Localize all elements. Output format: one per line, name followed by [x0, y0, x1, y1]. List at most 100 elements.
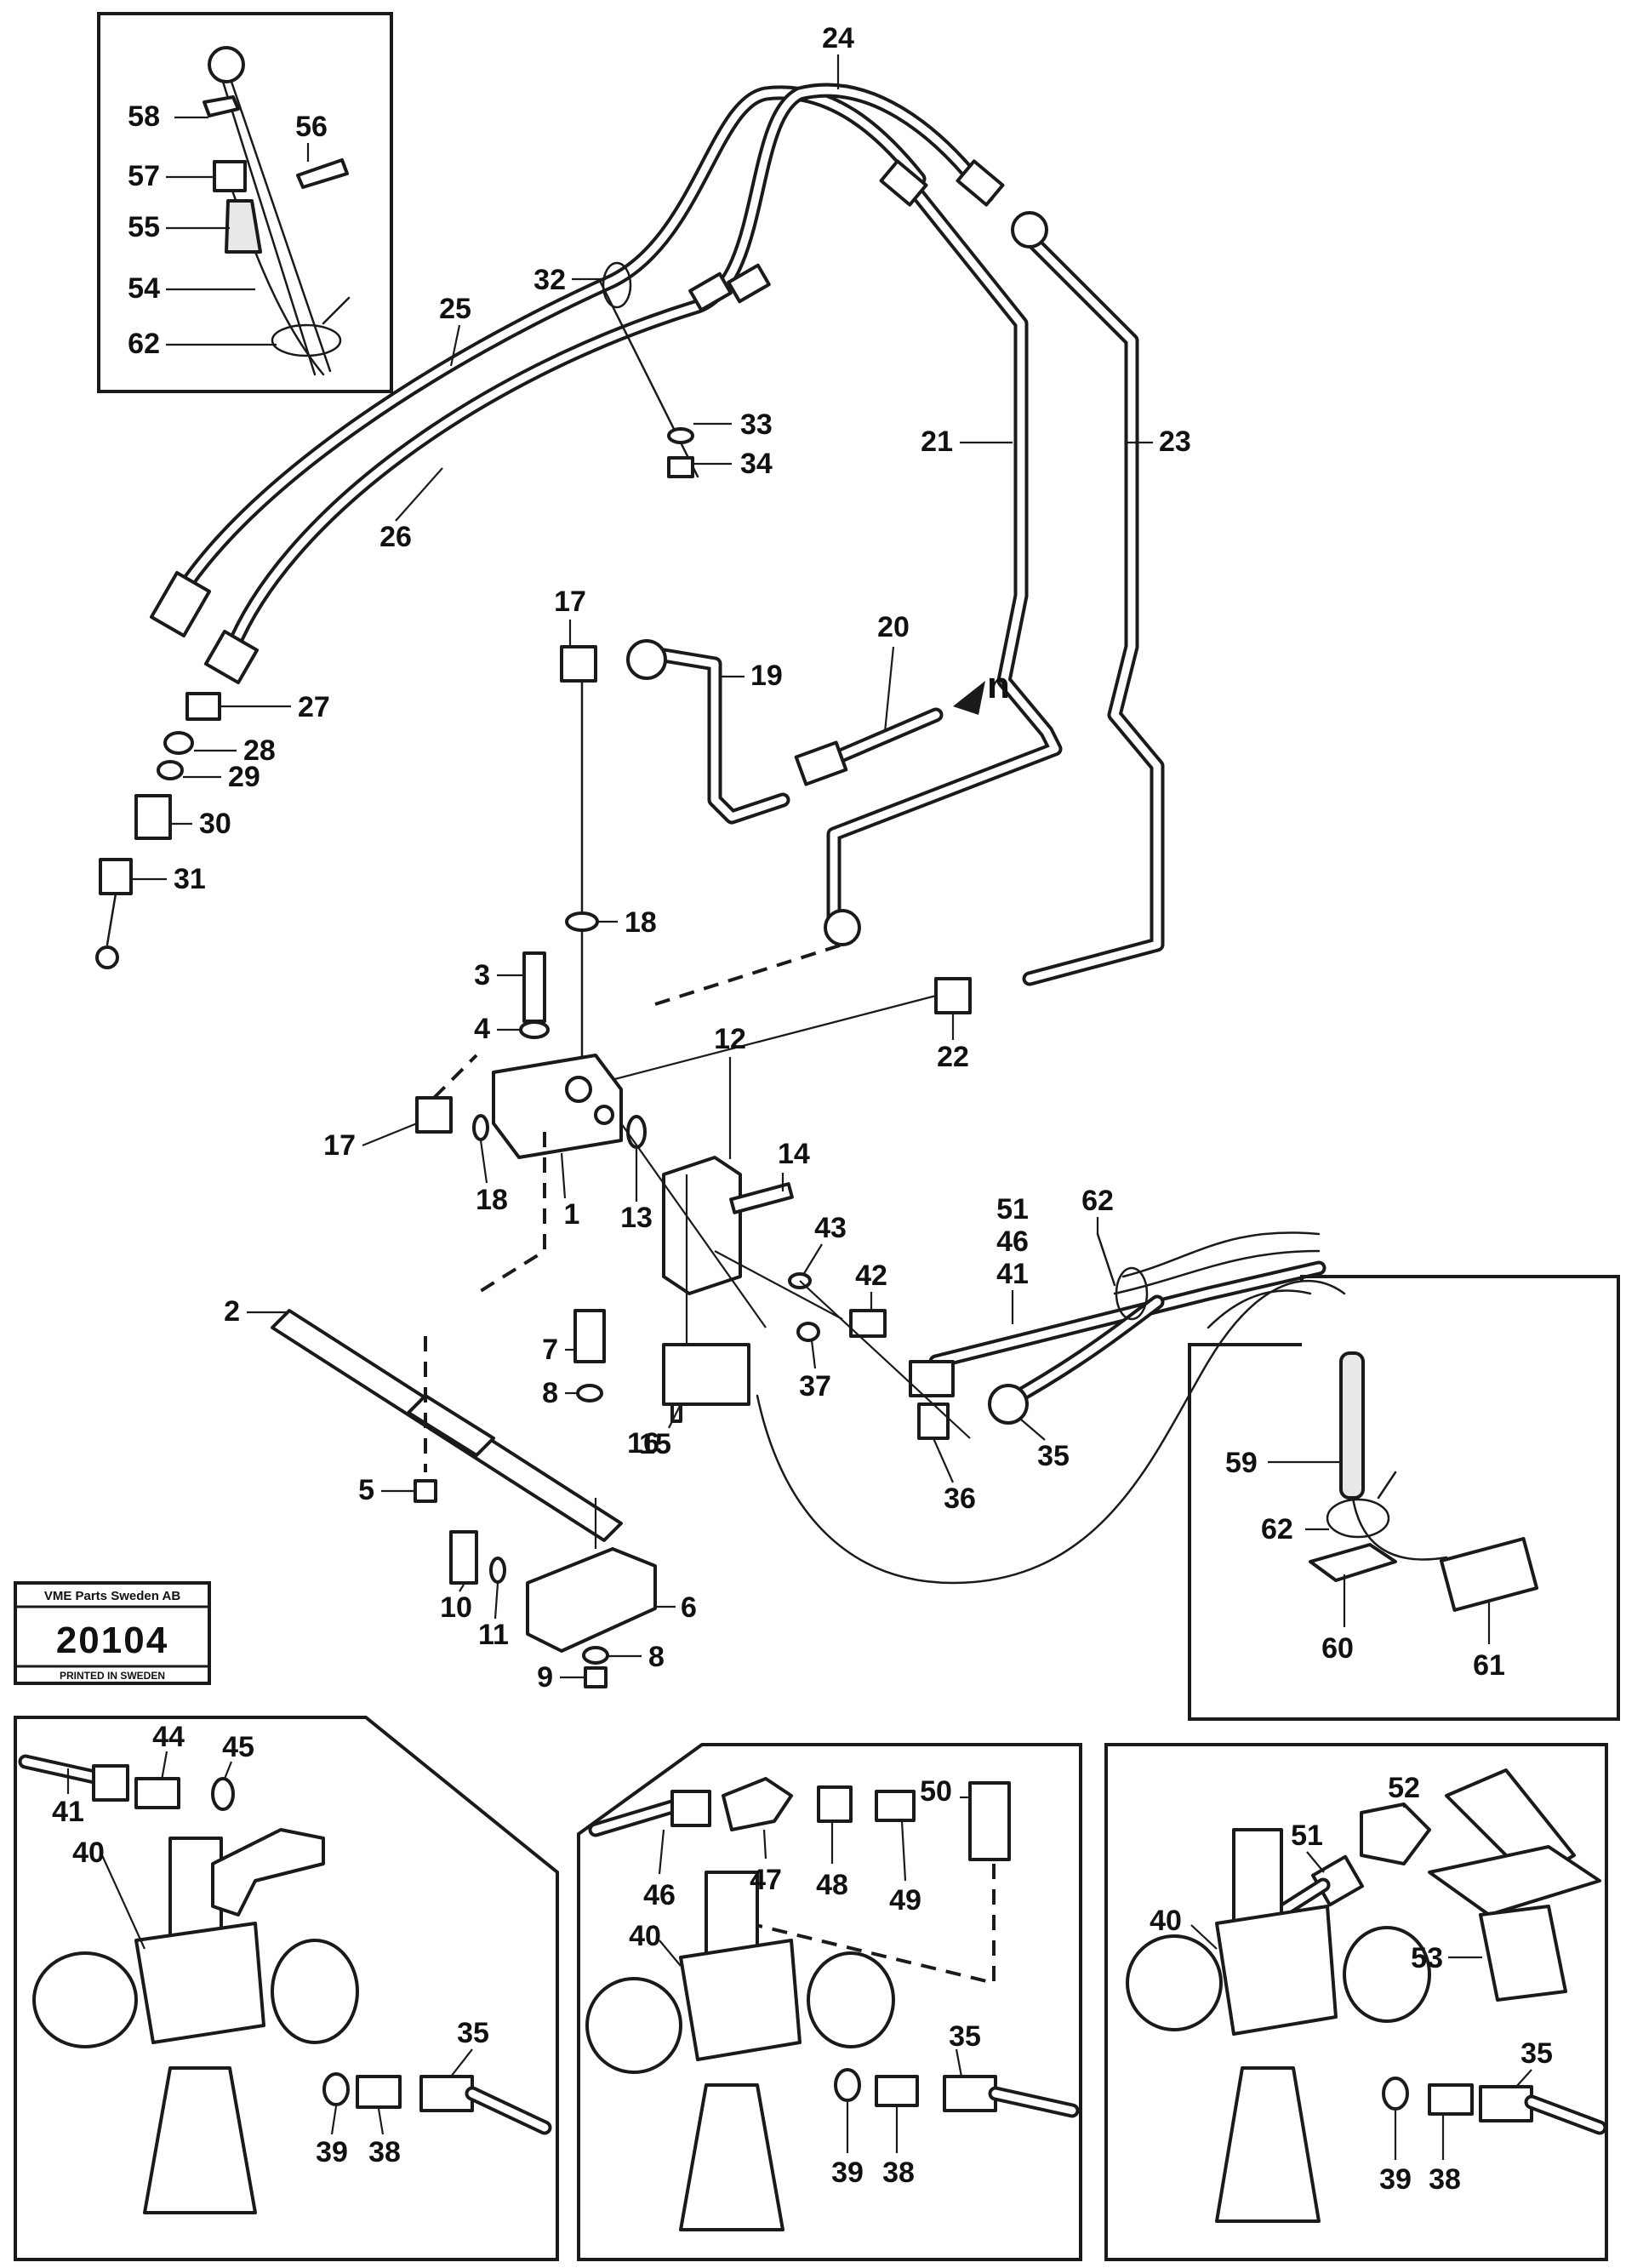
callout-10: 10: [440, 1591, 472, 1624]
callout-51: 51: [996, 1193, 1029, 1225]
part-21-nut: [824, 909, 861, 946]
part-22-fitting: [934, 977, 972, 1014]
callout-57: 57: [128, 160, 160, 192]
part-34-nut: [667, 456, 694, 478]
part-30-coupling: [134, 794, 172, 840]
d1-knob-bottom: [143, 2066, 257, 2214]
callout-23: 23: [1159, 426, 1191, 458]
d1-hose-end: [92, 1764, 129, 1802]
d2-callout-35: 35: [949, 2020, 981, 2053]
part-10-bolt: [449, 1530, 478, 1585]
stamp-drawing-number: 20104: [56, 1620, 168, 1661]
part-9-nut: [584, 1666, 608, 1688]
callout-29: 29: [228, 761, 260, 793]
hose-assembly: [95, 83, 1346, 1585]
callout-30: 30: [199, 808, 231, 840]
d2-callout-40: 40: [629, 1920, 661, 1952]
d2-callout-38: 38: [882, 2157, 915, 2189]
d3-knob-right: [1343, 1926, 1431, 2023]
d1-callout-44: 44: [152, 1721, 185, 1753]
inset-connector-detail: 59 62 60 61: [1188, 1275, 1620, 1721]
part-17-elbow-top: [560, 645, 597, 683]
d3-callout-40: 40: [1150, 1905, 1182, 1937]
part-37-washer: [796, 1322, 820, 1342]
d2-part-50-tee: [968, 1781, 1011, 1861]
callout-37: 37: [799, 1370, 831, 1403]
part-25-end: [149, 571, 212, 637]
part-26-end: [203, 629, 260, 685]
callout-60: 60: [1321, 1632, 1354, 1665]
part-6-bracket: [526, 1547, 657, 1653]
d2-callout-39: 39: [831, 2157, 864, 2189]
d2-part-40-valve: [679, 1939, 802, 2061]
detail-panel-1-frame: [14, 1716, 559, 2261]
d3-callout-38: 38: [1429, 2163, 1461, 2196]
d3-knob-left: [1126, 1934, 1223, 2031]
callout-33: 33: [740, 408, 773, 441]
d3-part-38-nipple: [1428, 2083, 1474, 2116]
flow-arrow: [953, 681, 985, 715]
d2-part-38-nipple: [875, 2075, 919, 2107]
callout-28: 28: [243, 734, 276, 767]
callout-15: 15: [639, 1428, 671, 1460]
d2-callout-50: 50: [920, 1775, 952, 1808]
d3-callout-51: 51: [1291, 1820, 1323, 1852]
callout-34: 34: [740, 448, 773, 480]
d1-callout-40: 40: [72, 1837, 105, 1869]
callout-42: 42: [855, 1260, 887, 1292]
d3-callout-35: 35: [1520, 2037, 1553, 2070]
part-62-tie: [271, 323, 342, 357]
callout-36: 36: [944, 1482, 976, 1515]
callout-26: 26: [379, 521, 412, 553]
callout-43: 43: [814, 1212, 847, 1244]
d2-part-49-nipple: [875, 1790, 916, 1822]
part-17-elbow-side: [415, 1096, 453, 1134]
callout-3: 3: [474, 959, 490, 991]
callout-7: 7: [542, 1334, 558, 1366]
part-hose-fitting-b: [727, 263, 771, 304]
part-62-tie-main: [1115, 1266, 1149, 1321]
callout-55: 55: [128, 211, 160, 243]
d2-callout-47: 47: [750, 1864, 782, 1896]
d1-callout-35: 35: [457, 2017, 489, 2049]
d2-callout-48: 48: [816, 1869, 848, 1901]
d2-part-35-hose-end: [943, 2075, 997, 2112]
d3-pedal-base: [1428, 1845, 1601, 1917]
d2-knob-right: [807, 1951, 895, 2048]
part-42-elbow: [909, 1360, 955, 1397]
callout-46: 46: [996, 1225, 1029, 1258]
part-5-nut: [414, 1479, 437, 1503]
callout-22: 22: [937, 1041, 969, 1073]
d1-callout-45: 45: [222, 1731, 254, 1763]
d3-callout-52: 52: [1388, 1772, 1420, 1804]
callout-17-top: 17: [554, 586, 586, 618]
callout-12: 12: [714, 1023, 746, 1055]
part-58-clip: [203, 95, 240, 117]
d3-knob-bottom: [1215, 2066, 1321, 2223]
part-hose-fitting-c: [879, 159, 928, 207]
flow-label: n: [987, 665, 1010, 706]
part-28-washer: [163, 731, 194, 755]
d2-part-48-nut: [817, 1785, 853, 1823]
callout-62-inset: 62: [128, 328, 160, 360]
inset-cable-frame: [97, 12, 393, 393]
part-hose-fitting-d: [956, 159, 1005, 207]
d3-part-35-hose-end: [1479, 2085, 1533, 2122]
d1-knob-right: [271, 1939, 359, 2044]
d2-knob-left: [585, 1977, 682, 2074]
main-callouts: 24 25 32 26 33 34 21 23 17 20 19 n 27 28…: [133, 22, 1191, 1694]
callout-5: 5: [358, 1474, 374, 1506]
part-59-sleeve: [1339, 1351, 1365, 1500]
callout-18-top: 18: [625, 906, 657, 939]
callout-1: 1: [564, 1198, 580, 1231]
part-hose-nut-23: [1011, 211, 1048, 249]
callout-17-side: 17: [323, 1129, 356, 1162]
d1-callout-39: 39: [316, 2136, 348, 2168]
part-33-washer: [667, 427, 694, 444]
callout-21: 21: [921, 426, 953, 458]
detail-panel-2: 46 47 48 49 50 40 35 39 38: [577, 1743, 1082, 2261]
part-27-nipple: [185, 692, 221, 721]
callout-32: 32: [533, 264, 566, 296]
d2-part-46-hose-end: [670, 1790, 711, 1827]
